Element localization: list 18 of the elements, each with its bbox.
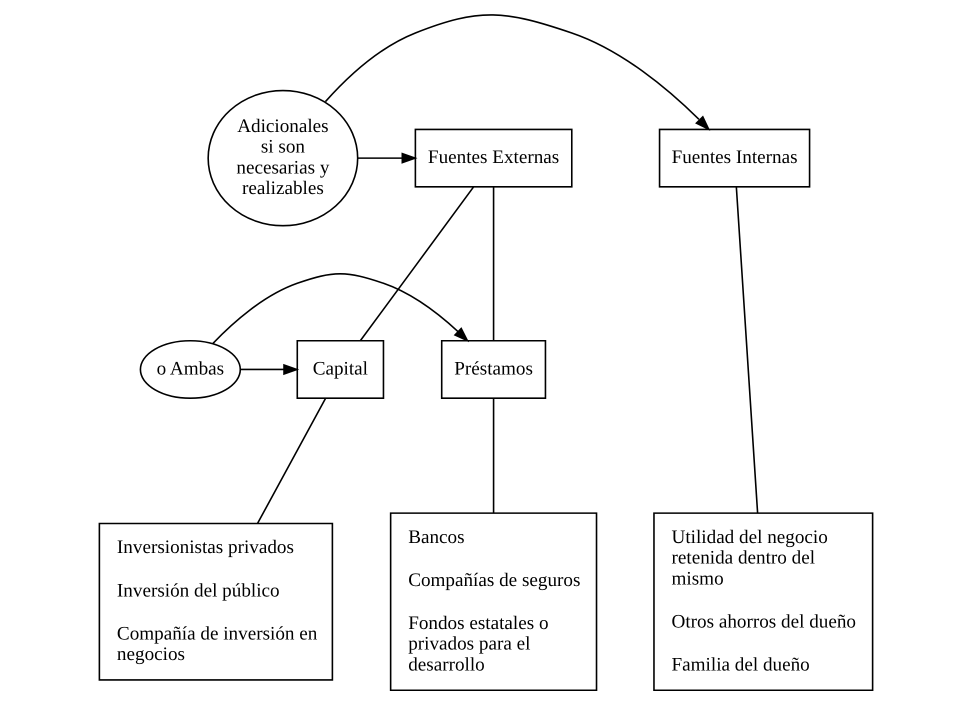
node-box: Capital: [296, 340, 384, 399]
node-box: Fuentes Internas: [658, 128, 810, 188]
node-box: Bancos Compañías de seguros Fondos estatales o privados para el desarrollo: [390, 512, 598, 692]
connector: [736, 187, 758, 513]
node-box: Préstamos: [440, 340, 546, 399]
node-box: Fuentes Externas: [414, 128, 573, 188]
node-circle: Adicionales si son necesarias y realizables: [207, 90, 358, 227]
connector: [256, 398, 326, 524]
node-box: Utilidad del negocio retenida dentro del mismo Otros ahorros del dueño Familia del dueño: [653, 512, 874, 692]
node-box: Inversionistas privados Inversión del público Compañía de inversión en negocios: [98, 522, 334, 681]
node-ellipse: o Ambas: [140, 340, 242, 399]
connector: [360, 186, 474, 342]
arrow: [212, 273, 470, 344]
arrow: [358, 152, 418, 164]
arrow: [324, 14, 710, 131]
arrow: [240, 364, 300, 376]
connector: [492, 186, 494, 341]
connector: [492, 398, 494, 513]
